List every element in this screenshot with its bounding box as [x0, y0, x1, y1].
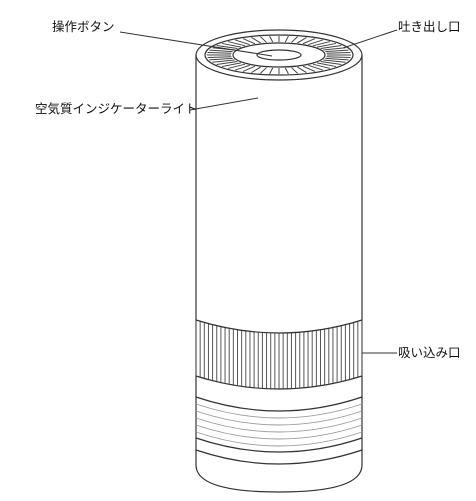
inlet-bottom-edge	[195, 375, 363, 390]
grille-slot	[308, 39, 323, 46]
grille-slot	[207, 52, 232, 54]
grille-slot	[216, 61, 238, 65]
grille-slot	[323, 47, 346, 51]
grille-slot	[325, 49, 349, 53]
base-ring	[195, 431, 363, 447]
grille-slot	[297, 37, 307, 44]
grille-slot	[323, 59, 346, 63]
grille-slot	[221, 42, 242, 48]
grille-slot	[308, 64, 323, 71]
grille-slot	[269, 67, 274, 75]
inlet-band-edges	[195, 319, 363, 390]
grille-slot	[326, 52, 351, 54]
grille-slot	[316, 62, 337, 68]
grille-slot	[297, 66, 307, 73]
label-air-inlet: 吸い込み口	[398, 345, 461, 360]
grille-slot	[320, 61, 342, 65]
outlet-grille-outer	[204, 34, 354, 76]
operation-button-ring	[232, 42, 326, 68]
base-rings	[195, 403, 363, 447]
base-lower-line	[195, 449, 363, 465]
grille-slot	[235, 39, 250, 46]
purifier-cylinder	[195, 55, 363, 493]
base-ring	[195, 410, 363, 426]
grille-slot	[251, 66, 261, 73]
grille-slot	[207, 56, 232, 58]
grille-slot	[260, 67, 267, 74]
grille-slot	[291, 67, 298, 74]
label-air-quality-indicator: 空気質インジケーターライト	[35, 101, 198, 116]
grille-slot	[235, 64, 250, 71]
grille-slot	[269, 35, 274, 43]
grille-slot	[302, 38, 316, 45]
callout-line-button	[119, 31, 273, 57]
base-ring	[195, 403, 363, 419]
grille-slot	[320, 45, 342, 49]
label-air-outlet: 吐き出し口	[398, 19, 461, 34]
grille-slot	[316, 42, 337, 48]
grille-slot	[302, 65, 316, 72]
grille-slot	[284, 35, 289, 43]
grille-slot	[212, 59, 235, 63]
operation-button	[256, 49, 302, 61]
top-rim	[195, 29, 363, 81]
grille-slot	[312, 63, 331, 69]
base-band-line	[195, 437, 363, 453]
grille-slot	[227, 41, 246, 47]
grille-slot	[209, 49, 233, 53]
grille-slot	[312, 41, 331, 47]
grille-slot	[209, 57, 233, 61]
purifier-body	[195, 29, 363, 493]
callout-line-indicator	[189, 97, 259, 111]
inlet-grille	[195, 320, 363, 389]
base-ring	[195, 417, 363, 433]
base-ring	[195, 424, 363, 440]
callout-line-outlet	[342, 29, 398, 49]
callout-lines	[119, 29, 398, 354]
grille-slot	[325, 57, 349, 61]
grille-slot	[242, 38, 256, 45]
grille-slot	[216, 45, 238, 49]
grille-slot	[326, 56, 351, 58]
grille-slot	[284, 67, 289, 75]
grille-slot	[251, 37, 261, 44]
grille-slot	[291, 36, 298, 43]
grille-slot	[260, 36, 267, 43]
label-operation-button: 操作ボタン	[52, 19, 115, 34]
grille-slot	[227, 63, 246, 69]
grille-slot	[221, 62, 242, 68]
body-band-line	[195, 396, 363, 412]
inlet-top-edge	[195, 319, 363, 334]
outlet-grille	[207, 35, 351, 75]
grille-slot	[242, 65, 256, 72]
